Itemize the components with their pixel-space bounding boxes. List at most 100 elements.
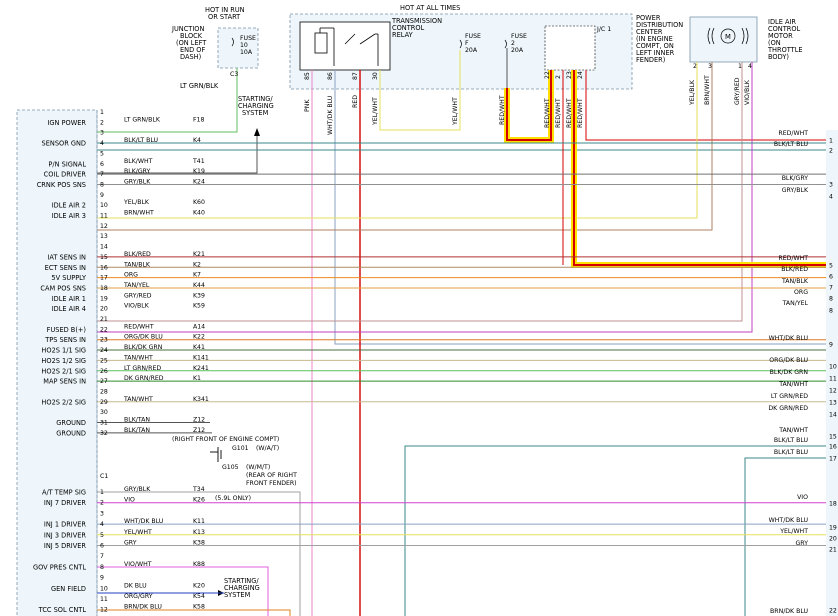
svg-text:20A: 20A — [511, 47, 524, 54]
pcm-wire-color-15: BLK/RED — [124, 251, 151, 258]
pcm-pin-19: 19 — [100, 295, 108, 302]
right-wire-color-17: BLK/LT BLU — [774, 449, 808, 456]
svg-text:3: 3 — [708, 63, 712, 70]
pcm-pin-name-32: GROUND — [56, 429, 86, 437]
pcm-pin-7: 7 — [100, 171, 104, 178]
svg-text:30: 30 — [372, 72, 379, 80]
svg-text:87: 87 — [352, 72, 359, 80]
right-wire-color-14: DK GRN/RED — [768, 405, 808, 412]
svg-text:END OF: END OF — [180, 46, 205, 54]
c1-pin-name-4: INJ 1 DRIVER — [44, 521, 86, 529]
wire-blk-ltblu-16 — [404, 445, 826, 616]
wire-gry-blk-c1 — [97, 491, 301, 616]
wire-blk-ltblu-17 — [744, 457, 826, 616]
svg-text:G101: G101 — [232, 445, 249, 452]
c1-pin-12: 12 — [100, 607, 108, 614]
right-wire-color-0: RED/WHT — [778, 130, 808, 137]
right-pin-22: 22 — [829, 608, 837, 615]
right-pin-0: 1 — [829, 138, 833, 145]
c1-pin-3: 3 — [100, 510, 104, 517]
jc1-box — [544, 25, 596, 71]
right-pin-4: 5 — [829, 263, 833, 270]
fuse-f-wire: YEL/WHT — [452, 97, 459, 126]
svg-text:1: 1 — [738, 63, 742, 70]
pcm-pin-name-7: COIL DRIVER — [44, 171, 87, 179]
right-wire-color-19: WHT/DK BLU — [769, 517, 808, 524]
svg-text:(W/A/T): (W/A/T) — [256, 445, 279, 452]
pcm-pin-28: 28 — [100, 388, 108, 395]
right-connector-strip — [826, 130, 838, 616]
pcm-pin-name-24: HO2S 1/1 SIG — [41, 347, 86, 355]
relay-box — [299, 21, 391, 71]
fuse-10-label: FUSE 10 10A — [240, 35, 256, 56]
pcm-wire-color-17: ORG — [124, 272, 138, 279]
fuse-symbols — [231, 37, 507, 49]
pcm-pin-name-4: SENSOR GND — [42, 140, 86, 148]
pcm-circuit-31: Z12 — [193, 417, 205, 424]
pcm-wire-color-25: TAN/WHT — [123, 354, 153, 361]
svg-text:FUSE: FUSE — [240, 35, 256, 42]
ground-notes: (RIGHT FRONT OF ENGINE COMPT) G101 (W/A/… — [172, 436, 297, 502]
pcm-wires — [96, 110, 826, 616]
c1-circuit-1: T34 — [192, 486, 205, 493]
svg-text:(ON: (ON — [768, 39, 781, 47]
right-pin-6: 7 — [829, 285, 833, 292]
svg-text:4: 4 — [748, 63, 752, 70]
pcm-circuit-32: Z12 — [193, 427, 205, 434]
svg-text:23: 23 — [566, 71, 573, 79]
pcm-wire-color-18: TAN/YEL — [123, 282, 150, 289]
pcm-wire-color-6: BLK/WHT — [124, 158, 153, 165]
pcm-pin-name-2: IGN POWER — [47, 119, 86, 127]
c1-pin-2: 2 — [100, 500, 104, 507]
motor-symbol — [707, 27, 749, 45]
wire-idle-air-3 — [97, 62, 713, 231]
routed-wires — [97, 50, 826, 616]
pcm-pin-name-23: TPS SENS IN — [44, 336, 86, 344]
c1-wire-color-5: YEL/WHT — [123, 529, 152, 536]
pcm-circuit-2: F18 — [193, 116, 204, 123]
svg-text:PNK: PNK — [304, 99, 311, 112]
pcm-pin-name-6: P/N SIGNAL — [48, 160, 86, 168]
pcm-pin-4: 4 — [100, 140, 104, 147]
pcm-pin-20: 20 — [100, 306, 108, 313]
wire-red-wht-1 — [585, 70, 826, 141]
wire-yel-wht-30 — [379, 50, 461, 131]
svg-text:WHT/DK BLU: WHT/DK BLU — [327, 96, 334, 135]
right-wire-color-1: BLK/LT BLU — [774, 141, 808, 148]
svg-text:24: 24 — [577, 71, 584, 79]
c1-wire-color-12: BRN/DK BLU — [124, 604, 162, 611]
right-wire-color-16: BLK/LT BLU — [774, 437, 808, 444]
right-pin-14: 14 — [829, 412, 837, 419]
pcm-pin-15: 15 — [100, 254, 108, 261]
pcm-circuit-16: K2 — [193, 261, 201, 268]
svg-text:CHARGING: CHARGING — [238, 102, 274, 110]
pcm-pin-25: 25 — [100, 357, 108, 364]
svg-text:FRONT FENDER): FRONT FENDER) — [246, 480, 297, 487]
svg-text:STARTING/: STARTING/ — [224, 577, 259, 585]
pcm-pin-name-18: CAM POS SNS — [40, 284, 86, 292]
hot-run-start-2: OR START — [208, 13, 241, 21]
c1-circuit-12: K58 — [193, 604, 205, 611]
pcm-circuit-6: T41 — [192, 158, 205, 165]
svg-text:10: 10 — [240, 42, 248, 49]
jc1-label: J/C 1 — [596, 26, 611, 33]
c1-circuit-10: K20 — [193, 582, 205, 589]
c1-wire-color-1: GRY/BLK — [124, 486, 151, 493]
wire-idle-air-4 — [97, 62, 753, 333]
highlighted-wires — [504, 48, 826, 268]
svg-text:DASH): DASH) — [180, 53, 201, 61]
svg-text:YEL/BLK: YEL/BLK — [689, 79, 696, 106]
c1-pin-8: 8 — [100, 564, 104, 571]
pcm-wire-color-22: RED/WHT — [124, 323, 154, 330]
fuse-f-label: FUSE F 20A — [465, 33, 481, 54]
svg-text:RED/WHT: RED/WHT — [555, 98, 562, 128]
wire-pn-signal — [97, 132, 258, 174]
pcm-pin-9: 9 — [100, 192, 104, 199]
c1-circuit-11: K54 — [193, 593, 205, 600]
pcm-pin-name-25: HO2S 1/2 SIG — [41, 357, 86, 365]
svg-text:86: 86 — [327, 72, 334, 80]
pcm-wire-color-27: DK GRN/RED — [124, 375, 164, 382]
c1-pin-5: 5 — [100, 532, 104, 539]
